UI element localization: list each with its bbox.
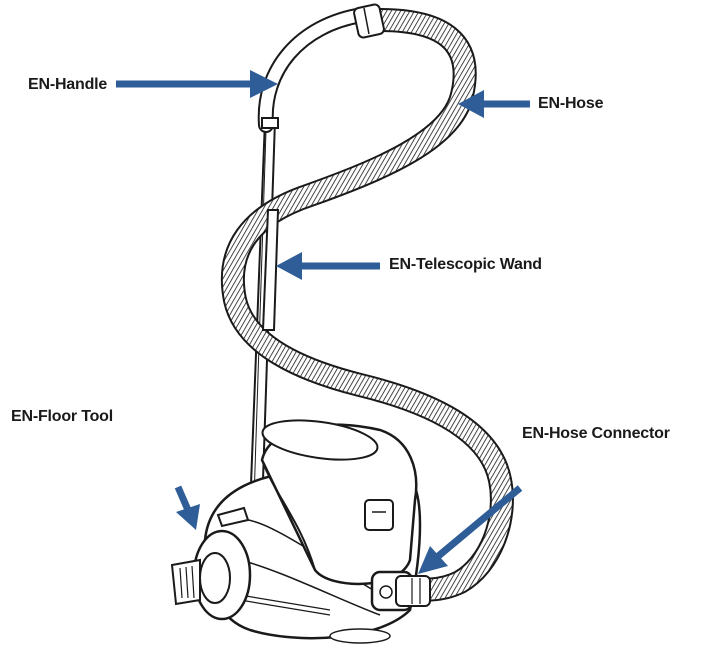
handle	[257, 7, 370, 133]
arrow-handle	[116, 70, 278, 98]
arrow-telescopic-wand	[276, 252, 380, 280]
hose-connector	[370, 570, 431, 612]
arrow-hose-connector	[418, 485, 523, 574]
label-hose: EN-Hose	[538, 95, 604, 112]
hose-cuff	[353, 3, 385, 39]
label-floor-tool: EN-Floor Tool	[11, 408, 113, 425]
rear-wheel	[192, 529, 252, 621]
wand-clip	[216, 506, 250, 528]
arrow-hose	[458, 90, 530, 118]
label-telescopic-wand: EN-Telescopic Wand	[389, 256, 542, 273]
telescopic-wand-front	[261, 209, 280, 331]
label-handle: EN-Handle	[28, 76, 108, 93]
floor-tool	[170, 558, 201, 606]
arrow-floor-tool	[174, 485, 200, 530]
dust-bin	[260, 419, 418, 586]
label-hose-connector: EN-Hose Connector	[522, 425, 670, 442]
